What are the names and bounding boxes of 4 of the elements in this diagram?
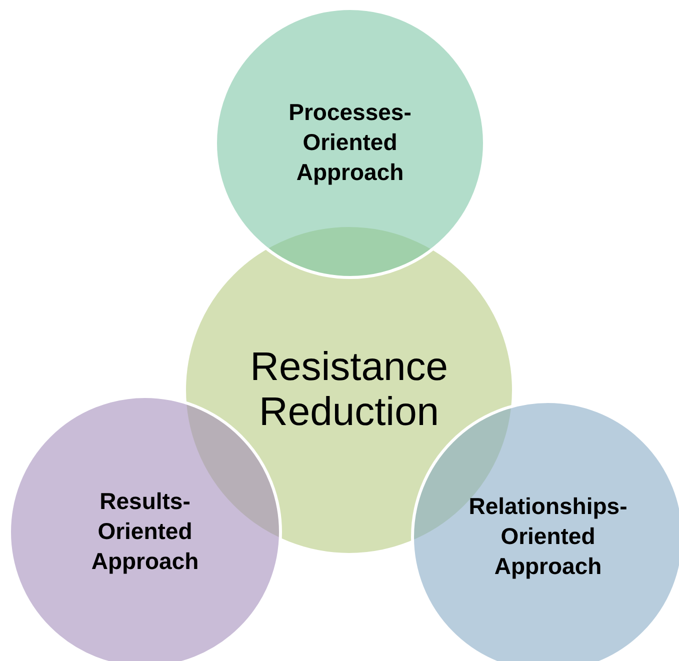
center-label: Resistance Reduction bbox=[249, 345, 449, 435]
circle-label: Results- Oriented Approach bbox=[90, 487, 200, 576]
circle-label: Processes- Oriented Approach bbox=[288, 98, 412, 187]
circle-label: Relationships- Oriented Approach bbox=[468, 492, 628, 581]
